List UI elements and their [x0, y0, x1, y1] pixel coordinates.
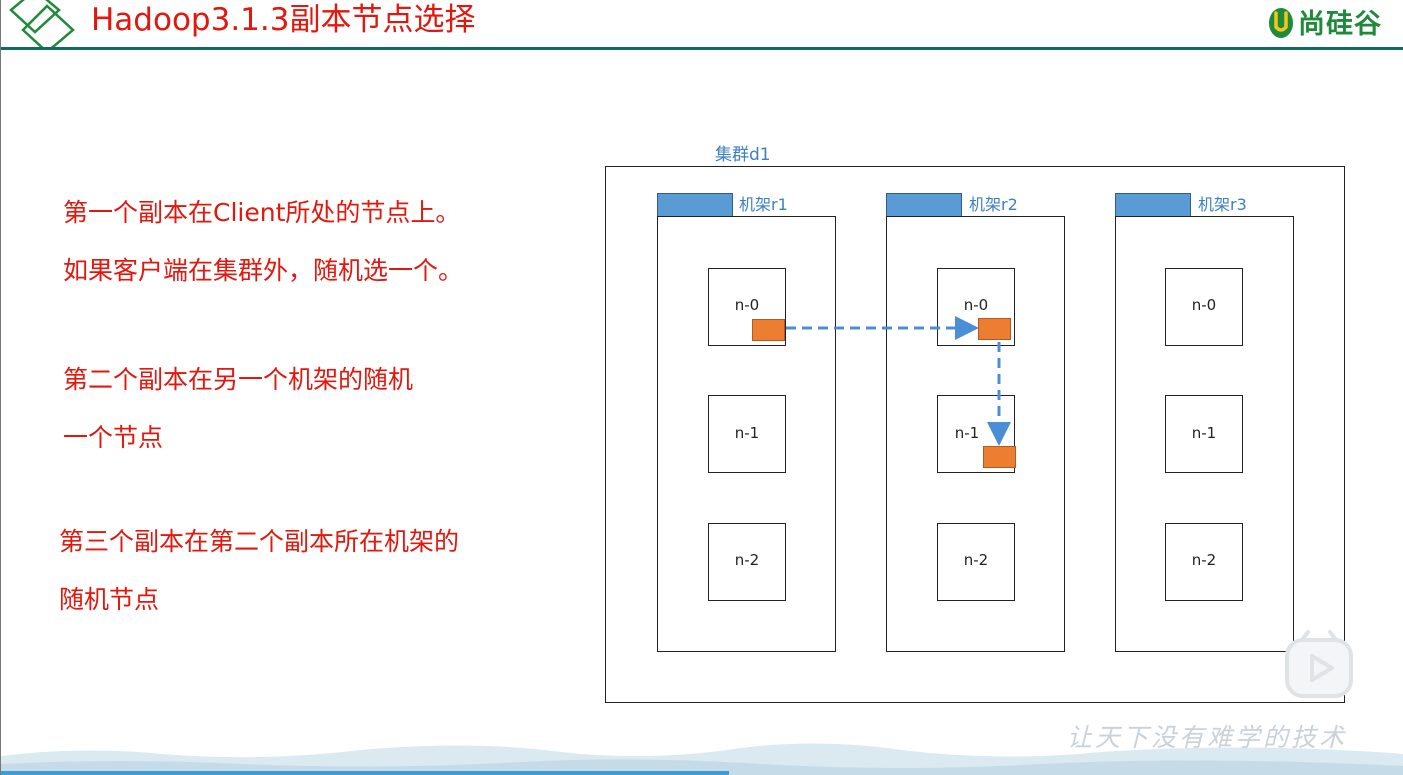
node-box: [1165, 268, 1243, 346]
text-line: 第一个副本在Client所处的节点上。: [63, 198, 461, 227]
node-box: [1165, 395, 1243, 473]
slide-title: Hadoop3.1.3副本节点选择: [91, 2, 476, 38]
brand-logo: 尚硅谷: [1268, 2, 1382, 41]
node-label: n-2: [1191, 551, 1217, 569]
node-label: n-2: [963, 551, 989, 569]
node-box: [708, 523, 786, 601]
brand-mark-icon: [1269, 7, 1293, 38]
slide-header: Hadoop3.1.3副本节点选择 尚硅谷: [1, 0, 1403, 50]
rack-label: 机架r2: [969, 195, 1018, 214]
play-video-button[interactable]: [1284, 628, 1354, 700]
text-first-replica: 第一个副本在Client所处的节点上。 如果客户端在集群外，随机选一个。: [63, 184, 463, 300]
node-label: n-0: [963, 296, 989, 314]
node-box: [708, 395, 786, 473]
node-box: [937, 523, 1015, 601]
rack-label: 机架r3: [1198, 195, 1247, 214]
node-label: n-0: [734, 296, 760, 314]
rack-tab: [886, 193, 962, 217]
text-line: 一个节点: [63, 423, 164, 452]
text-third-replica: 第三个副本在第二个副本所在机架的 随机节点: [59, 513, 459, 629]
text-line: 随机节点: [59, 585, 160, 614]
node-label: n-1: [734, 424, 760, 442]
cluster-label: 集群d1: [715, 145, 771, 165]
node-label: n-1: [1191, 424, 1217, 442]
text-line: 如果客户端在集群外，随机选一个。: [63, 256, 464, 285]
node-label: n-0: [1191, 296, 1217, 314]
bottom-decoration: [1, 743, 1403, 775]
header-divider: [1, 47, 1403, 50]
text-line: 第三个副本在第二个副本所在机架的: [59, 527, 460, 556]
rack-tab: [657, 193, 733, 217]
rack-label: 机架r1: [739, 195, 788, 214]
diamond-logo-icon: [9, 0, 75, 50]
text-line: 第二个副本在另一个机架的随机: [63, 365, 414, 394]
text-second-replica: 第二个副本在另一个机架的随机 一个节点: [63, 351, 413, 467]
slogan-watermark: 让天下没有难学的技术: [1067, 723, 1348, 752]
rack-tab: [1115, 193, 1191, 217]
node-label: n-1: [954, 424, 980, 442]
node-box: [1165, 523, 1243, 601]
replica-block: [752, 319, 785, 341]
node-label: n-2: [734, 551, 760, 569]
replica-block: [983, 446, 1016, 468]
brand-name: 尚硅谷: [1298, 9, 1382, 40]
